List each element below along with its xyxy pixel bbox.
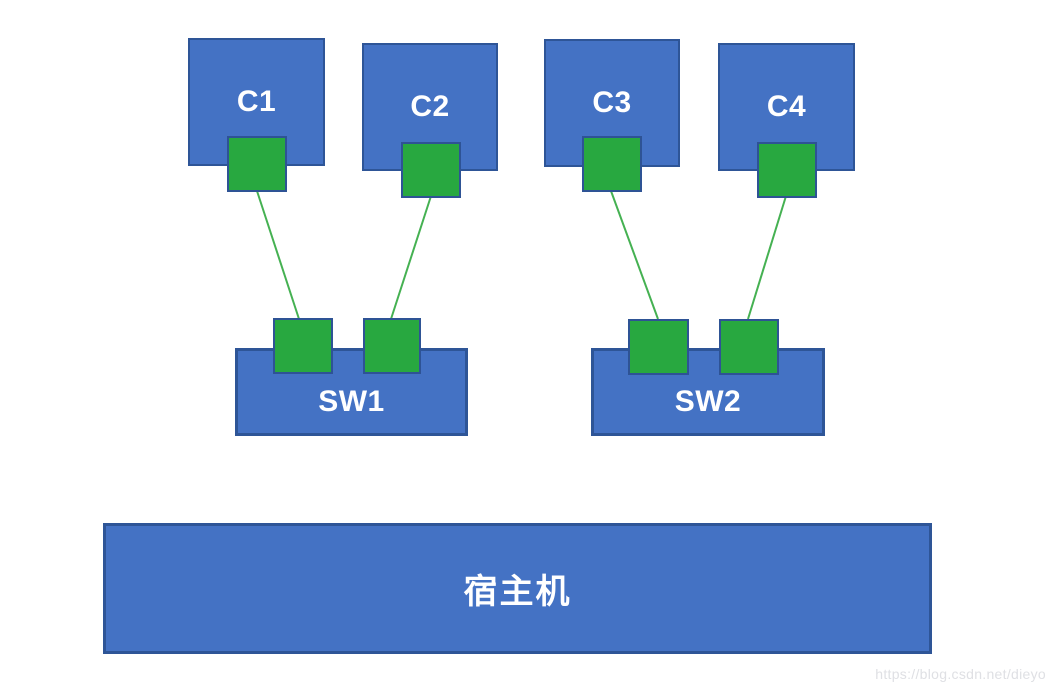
host-machine-node: 宿主机 xyxy=(103,523,932,654)
switch-node-sw2: SW2 xyxy=(591,348,825,436)
container-c1-label: C1 xyxy=(236,85,277,118)
link-c2-port-to-sw1-port-right xyxy=(390,195,432,320)
c3-network-port xyxy=(582,136,642,192)
sw1-port-right xyxy=(363,318,421,374)
container-node-c4: C4 xyxy=(718,43,855,171)
link-c3-port-to-sw2-port-left xyxy=(610,190,659,320)
container-c3-label: C3 xyxy=(592,86,632,119)
container-c4-label: C4 xyxy=(766,90,807,123)
container-c2-label: C2 xyxy=(410,90,450,123)
sw1-port-left xyxy=(273,318,333,374)
link-c1-port-to-sw1-port-left xyxy=(256,190,300,320)
c2-network-port xyxy=(401,142,461,198)
host-machine-label: 宿主机 xyxy=(463,573,572,611)
link-c4-port-to-sw2-port-right xyxy=(747,195,787,320)
sw2-port-left xyxy=(628,319,689,375)
watermark: https://blog.csdn.net/dieyo xyxy=(875,666,1046,682)
sw2-port-right xyxy=(719,319,779,375)
c1-network-port xyxy=(227,136,287,192)
c4-network-port xyxy=(757,142,817,198)
switch-sw1-label: SW1 xyxy=(318,385,385,418)
switch-node-sw1: SW1 xyxy=(235,348,468,436)
switch-sw2-label: SW2 xyxy=(674,385,742,418)
